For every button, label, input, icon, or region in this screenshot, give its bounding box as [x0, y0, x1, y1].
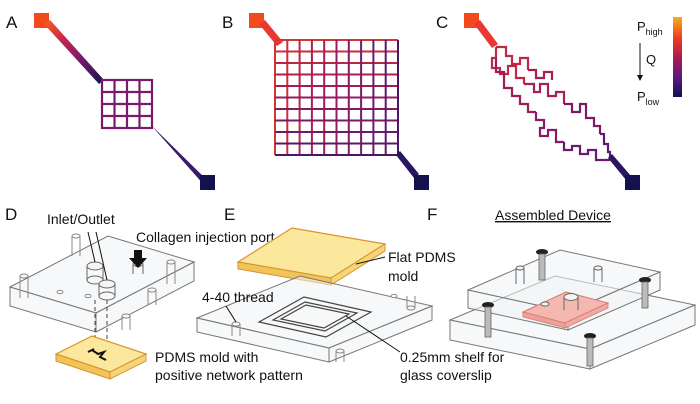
- panel-label-b: B: [222, 13, 233, 32]
- outlet-channel-c: [608, 154, 631, 180]
- flat-pdms-label-2: mold: [388, 268, 418, 284]
- injection-arrow: [129, 250, 147, 268]
- screw-icon: [639, 277, 651, 309]
- shelf-leader: [345, 315, 401, 353]
- network-grid-b: [274, 39, 399, 156]
- outlet-port-c: [625, 175, 640, 190]
- assembled-pdms-f: [521, 291, 610, 329]
- acrylic-block-d: [8, 235, 196, 333]
- inlet-outlet-label: Inlet/Outlet: [47, 211, 115, 227]
- outlet-port-b: [414, 175, 429, 190]
- base-plate-e: [195, 275, 434, 363]
- pressure-legend: Phigh Q Plow: [637, 17, 682, 107]
- thread-holes-e: [231, 293, 416, 362]
- outlet-channel-a: [150, 124, 209, 186]
- panel-label-d: D: [5, 205, 17, 224]
- panel-a: A: [6, 13, 215, 190]
- screw-icon: [482, 302, 494, 338]
- network-grid-a: [100, 78, 154, 130]
- panel-d: D Inlet/Outlet Collagen injection port: [5, 205, 303, 383]
- inlet-leader-1: [87, 231, 96, 263]
- inlet-channel-c: [474, 20, 498, 48]
- collagen-port-label: Collagen injection port: [136, 229, 275, 245]
- panel-c: C: [436, 13, 640, 190]
- coverslip-shelf-e: [257, 296, 373, 338]
- panel-e: E Flat PDMS mold 4-40 thread 0.25mm shel…: [195, 205, 505, 383]
- pdms-mold-d: [54, 335, 148, 380]
- inlet-leader-2: [95, 231, 108, 281]
- screw-icon: [536, 249, 548, 281]
- thread-label: 4-40 thread: [202, 289, 274, 305]
- pressure-colorbar: [673, 17, 682, 97]
- panel-label-e: E: [224, 205, 235, 224]
- thread-leader: [225, 305, 237, 323]
- pdms-mold-label-1: PDMS mold with: [155, 349, 258, 365]
- flat-pdms-mold-e: [236, 227, 387, 286]
- panel-label-a: A: [6, 13, 18, 32]
- panel-f: F Assembled Device: [427, 205, 697, 370]
- shelf-label-2: glass coverslip: [400, 367, 492, 383]
- pdms-mold-label-2: positive network pattern: [155, 367, 303, 383]
- panel-b: B: [222, 13, 429, 190]
- outlet-channel-b: [396, 151, 419, 178]
- legend-p-low: Plow: [637, 89, 660, 107]
- inlet-outlet-ports-d: [86, 261, 144, 301]
- screw-icon: [584, 333, 596, 367]
- inlet-channel-a: [44, 20, 104, 84]
- inlet-channel-b: [259, 20, 283, 46]
- legend-p-high: Phigh: [637, 19, 663, 37]
- outlet-port-a: [200, 175, 215, 190]
- screw-holes-d: [19, 233, 176, 330]
- panel-label-c: C: [436, 13, 448, 32]
- assembled-device-label: Assembled Device: [495, 207, 611, 223]
- screw-icons-f: [482, 249, 651, 367]
- shelf-label-1: 0.25mm shelf for: [400, 349, 505, 365]
- assembled-ports-f: [515, 265, 603, 310]
- tortuous-network-c: [490, 45, 612, 162]
- legend-flow-q: Q: [646, 52, 656, 67]
- flat-pdms-leader: [355, 256, 386, 265]
- flat-pdms-label-1: Flat PDMS: [388, 249, 456, 265]
- panel-label-f: F: [427, 205, 437, 224]
